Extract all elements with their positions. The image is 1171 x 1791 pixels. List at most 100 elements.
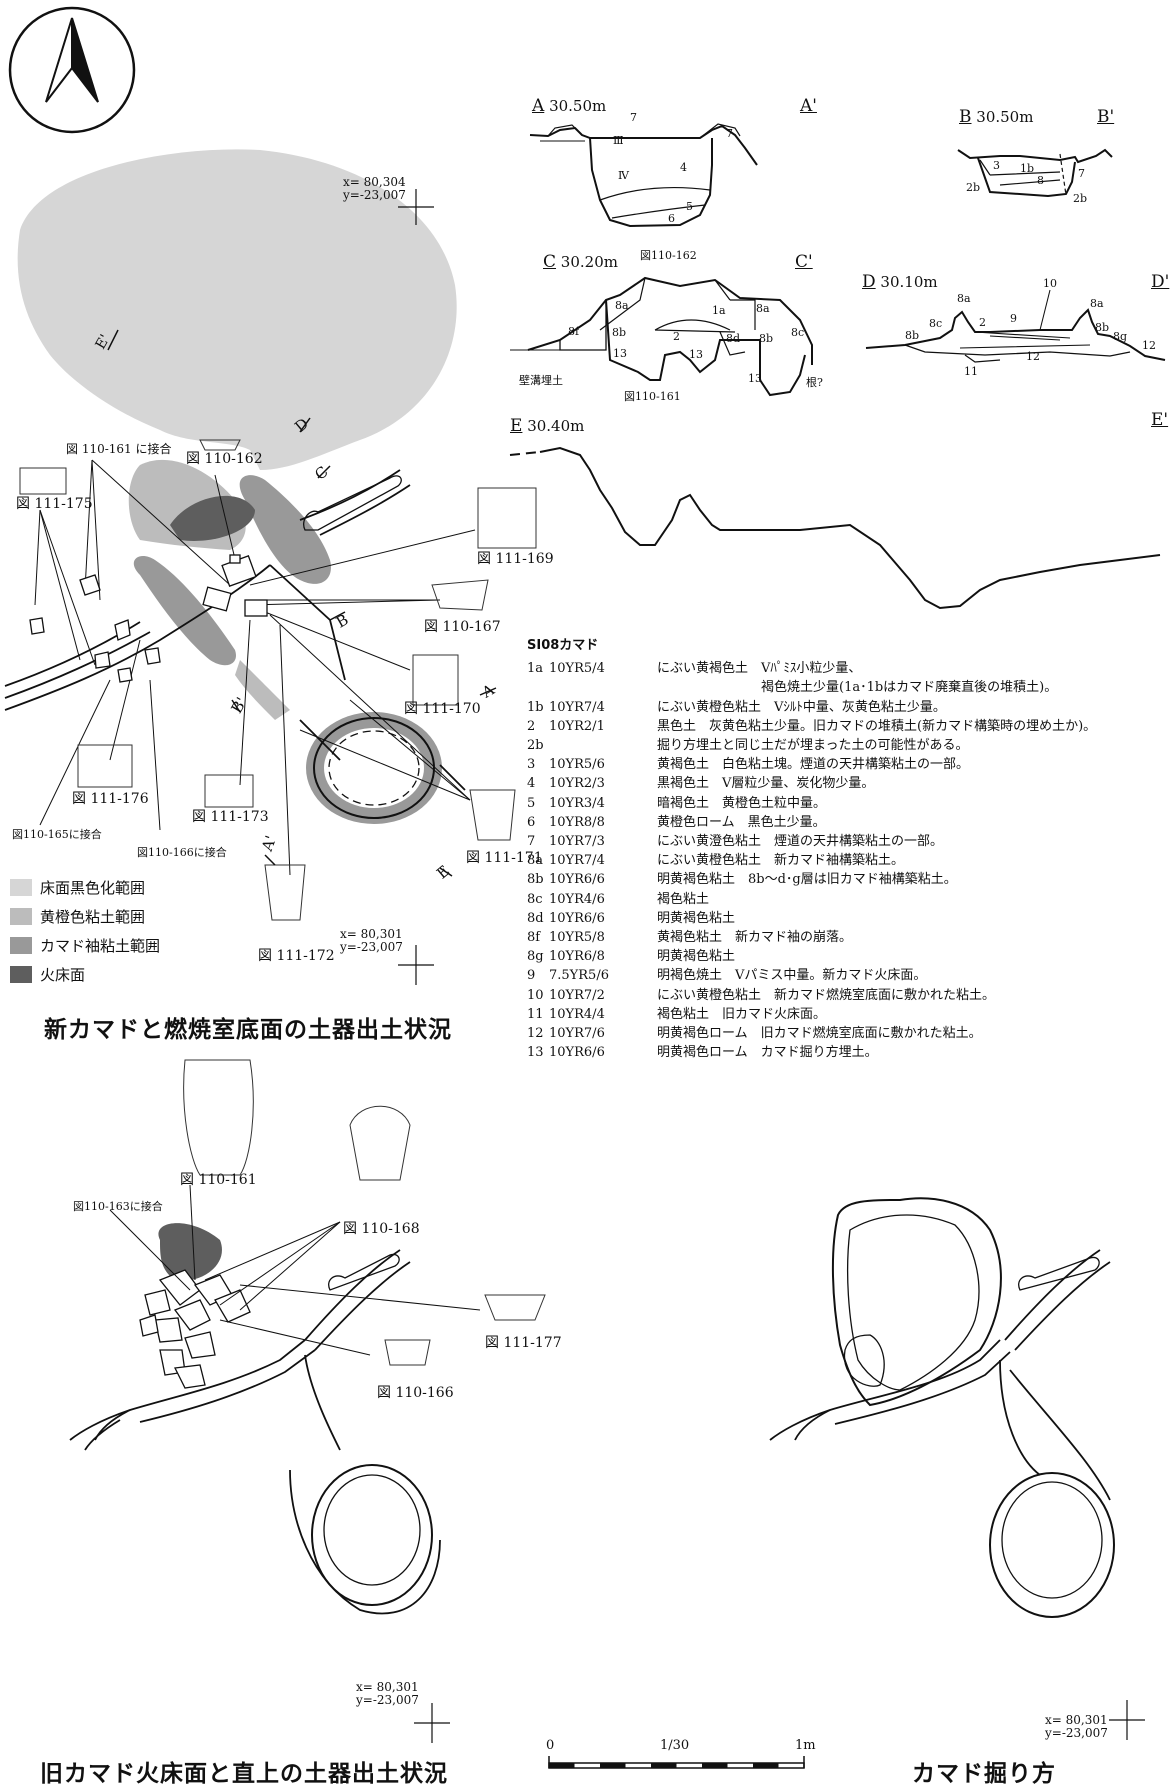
section-e-header: E 30.40m	[510, 416, 585, 436]
figure-label: 図 111-175	[16, 496, 93, 512]
plan1-title: 新カマドと燃焼室底面の土器出土状況	[44, 1017, 452, 1043]
section-label: 8a	[957, 292, 971, 305]
key-fire-floor: 火床面	[10, 964, 85, 985]
swatch	[10, 908, 32, 925]
section-label: 3	[993, 159, 1000, 172]
section-label: 13	[748, 372, 762, 385]
section-d-header: D 30.10m	[862, 272, 938, 292]
figure-label: 図 111-171	[466, 850, 543, 866]
section-label: 12	[1026, 350, 1040, 363]
section-label: 図110-162	[640, 249, 697, 262]
figure-label: 図 111-172	[258, 948, 335, 964]
section-label: 4	[680, 161, 687, 174]
section-label: 2b	[966, 181, 981, 194]
figure-label: 図 110-167	[424, 619, 501, 635]
figure-label: 図 111-173	[192, 809, 269, 825]
figure-label: 図 111-176	[72, 791, 149, 807]
key-yellow-clay: 黄橙色粘土範囲	[10, 906, 145, 927]
section-label: 8b	[612, 326, 627, 339]
section-label: Ⅳ	[618, 169, 629, 182]
legend-title: SI08カマド	[527, 638, 599, 653]
coord-label: x= 80,301 y=-23,007	[356, 1680, 419, 1707]
section-label: 5	[686, 200, 693, 213]
figure-label: 図110-165に接合	[12, 828, 102, 841]
section-label: 9	[1010, 312, 1017, 325]
figure-label: 図110-163に接合	[73, 1200, 163, 1213]
key-floor-blackened: 床面黒色化範囲	[10, 877, 145, 898]
key-sleeve-clay: カマド袖粘土範囲	[10, 935, 160, 956]
swatch	[10, 966, 32, 983]
section-e-profile	[509, 446, 1161, 610]
section-label: 2b	[1073, 192, 1088, 205]
section-e-right: E'	[1151, 410, 1169, 430]
section-label: 11	[964, 365, 978, 378]
section-label: 8d	[726, 332, 741, 345]
section-label: 13	[689, 348, 703, 361]
section-a-header: A 30.50m	[532, 96, 607, 116]
plan2-fire-floor	[158, 1223, 222, 1281]
section-label: 1a	[712, 304, 726, 317]
section-label: 7	[630, 111, 637, 124]
section-b-right: B'	[1097, 107, 1115, 127]
section-label: 8a	[756, 302, 770, 315]
figure-label: 図 110-168	[343, 1221, 420, 1237]
plan1-drawing	[4, 149, 537, 985]
figure-label: 図110-166に接合	[137, 846, 227, 859]
section-a-right: A'	[800, 96, 817, 116]
swatch	[10, 879, 32, 896]
section-label: Ⅲ	[613, 134, 624, 147]
section-label: 8g	[1113, 330, 1128, 343]
scale-bar	[548, 1756, 805, 1769]
section-label: 13	[613, 347, 627, 360]
section-label: 2	[673, 330, 680, 343]
section-label: 8	[1037, 174, 1044, 187]
figure-label: 図 111-169	[477, 551, 554, 567]
plan2-title: 旧カマド火床面と直上の土器出土状況	[40, 1761, 448, 1787]
section-a-profile	[529, 123, 758, 228]
section-label: 8b	[759, 332, 774, 345]
plan3-drawing	[769, 1197, 1115, 1618]
swatch	[10, 937, 32, 954]
section-label: 7	[1078, 167, 1085, 180]
section-label: 7	[726, 127, 733, 140]
scale-ratio: 1/30	[660, 1738, 690, 1753]
figure-label: 図 111-170	[404, 701, 481, 717]
figure-label: 図 110-161 に接合	[66, 442, 172, 456]
section-label: 8b	[905, 329, 920, 342]
coord-label: x= 80,304 y=-23,007	[343, 175, 406, 202]
section-label: 8a	[615, 299, 629, 312]
figure-label: 図 110-162	[186, 451, 263, 467]
north-arrow-icon	[8, 6, 136, 134]
section-label: 6	[668, 212, 675, 225]
section-label: 壁溝埋土	[519, 374, 563, 387]
section-label: 8c	[791, 326, 805, 339]
plan2-drawing	[69, 1059, 546, 1743]
section-label: 根?	[806, 376, 823, 389]
section-label: 8c	[929, 317, 943, 330]
section-c-profile	[510, 276, 813, 397]
section-label: 図110-161	[624, 390, 681, 403]
section-label: 1b	[1020, 162, 1035, 175]
legend-row: 褐色焼土少量(1a･1bはカマド廃棄直後の堆積土)。	[657, 680, 1058, 696]
coord-label: x= 80,301 y=-23,007	[340, 927, 403, 954]
section-b-header: B 30.50m	[959, 107, 1034, 127]
plan3-title: カマド掘り方	[912, 1761, 1056, 1787]
section-c-header: C 30.20m	[543, 252, 618, 272]
figure-label: 図 111-177	[485, 1335, 562, 1351]
section-label: 8a	[1090, 297, 1104, 310]
